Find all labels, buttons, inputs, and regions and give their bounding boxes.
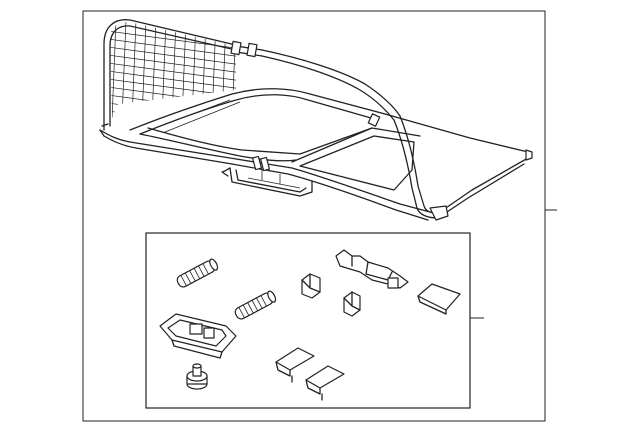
spring-1: [176, 258, 219, 288]
hardware-kit: [145, 232, 471, 409]
spring-2: [234, 290, 277, 320]
mount-bracket: [159, 313, 237, 359]
latch-slider: [335, 249, 409, 289]
clip-1: [301, 273, 321, 299]
pivot-bolt: [186, 363, 208, 390]
clip-2: [343, 291, 361, 317]
wind-deflector-assembly: [99, 19, 533, 221]
outer-frame: [82, 10, 546, 422]
retainer-clip-1: [275, 347, 315, 383]
cover-pad: [417, 283, 461, 315]
retainer-clip-2: [305, 365, 345, 401]
